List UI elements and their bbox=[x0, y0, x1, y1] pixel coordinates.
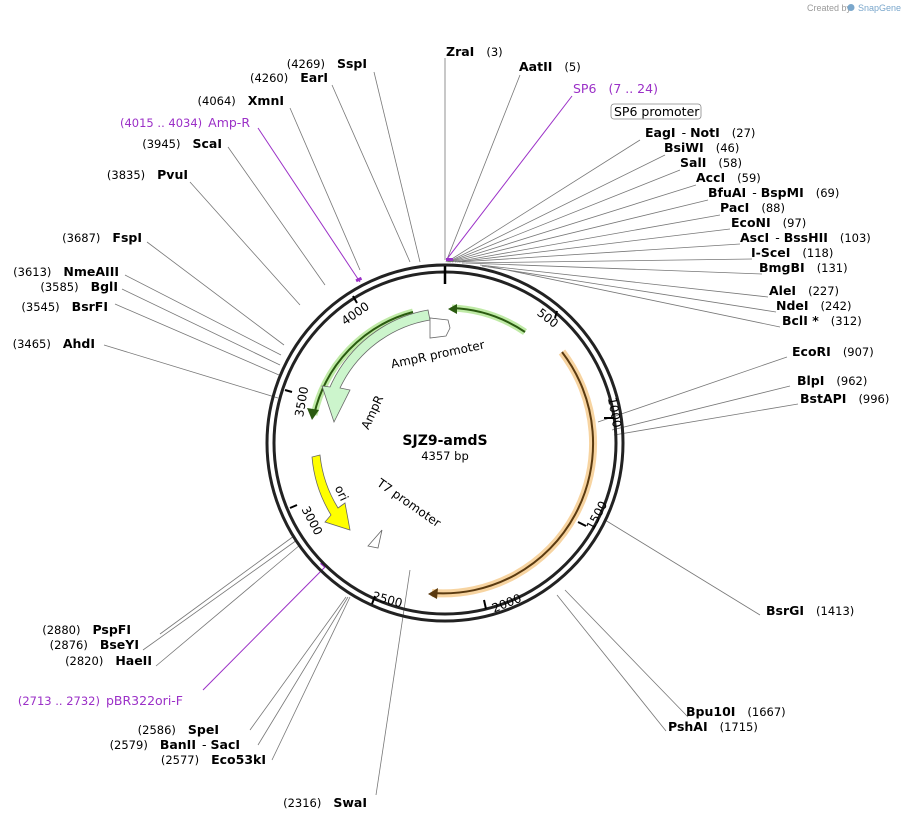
enzyme-asci-bsshii: AscI-BssHII(103) bbox=[740, 230, 871, 245]
enzyme-bseyi: (2876)BseYI bbox=[50, 637, 139, 652]
enzyme-acci: AccI(59) bbox=[696, 170, 761, 185]
enzyme-pvui: (3835)PvuI bbox=[107, 167, 188, 182]
ampr-arc bbox=[313, 311, 414, 416]
enzyme-pspfi: (2880)PspFI bbox=[42, 622, 131, 637]
tick-3500: 3500 bbox=[292, 385, 311, 418]
snapgene-logo-icon bbox=[847, 4, 855, 11]
enzyme-bstapi: BstAPI(996) bbox=[800, 391, 889, 406]
enzyme-eco53ki: (2577)Eco53kI bbox=[161, 752, 266, 767]
primer-sp6: SP6(7 .. 24) bbox=[573, 81, 658, 96]
enzymes-right: ZraI(3) AatII(5) EagI-NotI(27) BsiWI(46)… bbox=[446, 44, 889, 734]
enzyme-aatii: AatII(5) bbox=[519, 59, 581, 74]
enzyme-eari: (4260)EarI bbox=[250, 70, 328, 85]
plasmid-length: 4357 bp bbox=[421, 449, 469, 463]
leader-lines bbox=[103, 58, 799, 796]
ampr-promoter-label: AmpR promoter bbox=[390, 338, 486, 372]
green-arrowhead-icon bbox=[448, 304, 457, 314]
green-feature-arc bbox=[451, 307, 526, 333]
tick-3000: 3000 bbox=[299, 504, 326, 538]
orange-feature-glow bbox=[431, 349, 598, 598]
enzyme-pshai: PshAI(1715) bbox=[668, 719, 758, 734]
enzyme-blpi: BlpI(962) bbox=[797, 373, 867, 388]
enzyme-bgli: (3585)BglI bbox=[40, 279, 118, 294]
backbone-outer bbox=[265, 263, 625, 623]
enzyme-bcli: BclI *(312) bbox=[782, 313, 862, 328]
enzyme-bfuai-bspmi: BfuAI-BspMI(69) bbox=[708, 185, 839, 200]
enzymes-left: (2316)SwaI (2577)Eco53kI (2579)BanII-Sac… bbox=[13, 56, 367, 810]
tick-2000: 2000 bbox=[490, 591, 524, 615]
tick-marks bbox=[284, 295, 614, 610]
enzyme-bpu10i: Bpu10I(1667) bbox=[686, 704, 786, 719]
enzyme-econi: EcoNI(97) bbox=[731, 215, 806, 230]
credit-text: Created by bbox=[807, 3, 852, 13]
ampr-promoter-feature bbox=[429, 317, 451, 339]
ampr-label: AmpR bbox=[358, 393, 386, 431]
enzyme-swai: (2316)SwaI bbox=[283, 795, 367, 810]
t7-promoter-feature bbox=[367, 529, 383, 549]
credit-brand: SnapGene bbox=[858, 3, 901, 13]
enzyme-banii-saci: (2579)BanII-SacI bbox=[110, 737, 240, 752]
enzyme-fspi: (3687)FspI bbox=[62, 230, 142, 245]
tick-500: 500 bbox=[534, 306, 561, 331]
enzyme-paci: PacI(88) bbox=[720, 200, 785, 215]
ampr-arc-arrowhead-icon bbox=[307, 408, 319, 420]
enzyme-sspi: (4269)SspI bbox=[287, 56, 367, 71]
enzyme-i-scei: I-SceI(118) bbox=[751, 245, 833, 260]
enzyme-bmgbi: BmgBI(131) bbox=[759, 260, 848, 275]
enzyme-bsiwi: BsiWI(46) bbox=[664, 140, 739, 155]
orange-arrowhead-icon bbox=[428, 588, 438, 599]
ampr-feature bbox=[321, 309, 431, 424]
ori-label: ori bbox=[332, 483, 351, 503]
sp6-promoter-label: SP6 promoter bbox=[614, 104, 700, 119]
enzyme-sali: SalI(58) bbox=[680, 155, 742, 170]
t7-promoter-label: T7 promoter bbox=[374, 475, 444, 530]
primer-pbr322ori-f: (2713 .. 2732)pBR322ori-F bbox=[18, 693, 183, 708]
enzyme-haeii: (2820)HaeII bbox=[65, 653, 152, 668]
enzyme-bsrgi: BsrGI(1413) bbox=[766, 603, 854, 618]
ori-feature bbox=[311, 454, 351, 531]
enzyme-ahdi: (3465)AhdI bbox=[13, 336, 95, 351]
sp6-promoter-box bbox=[610, 103, 702, 120]
enzyme-nmeaiii: (3613)NmeAIII bbox=[13, 264, 119, 279]
green-feature-glow bbox=[451, 304, 527, 335]
plasmid-name: SJZ9-amdS bbox=[402, 433, 487, 449]
enzyme-alei: AleI(227) bbox=[769, 283, 839, 298]
enzyme-spei: (2586)SpeI bbox=[138, 722, 219, 737]
enzyme-zrai: ZraI(3) bbox=[446, 44, 503, 59]
enzyme-ndei: NdeI(242) bbox=[776, 298, 851, 313]
enzyme-ecori: EcoRI(907) bbox=[792, 344, 874, 359]
enzyme-eagi-noti: EagI-NotI(27) bbox=[645, 125, 755, 140]
enzyme-scai: (3945)ScaI bbox=[142, 136, 222, 151]
primer-amp-r: (4015 .. 4034)Amp-R bbox=[120, 115, 250, 130]
primer-lines bbox=[202, 95, 573, 691]
enzyme-xmni: (4064)XmnI bbox=[198, 93, 284, 108]
orange-feature-arc bbox=[431, 351, 595, 595]
enzyme-bsrfi: (3545)BsrFI bbox=[21, 299, 108, 314]
tick-1000: 1000 bbox=[605, 396, 624, 429]
